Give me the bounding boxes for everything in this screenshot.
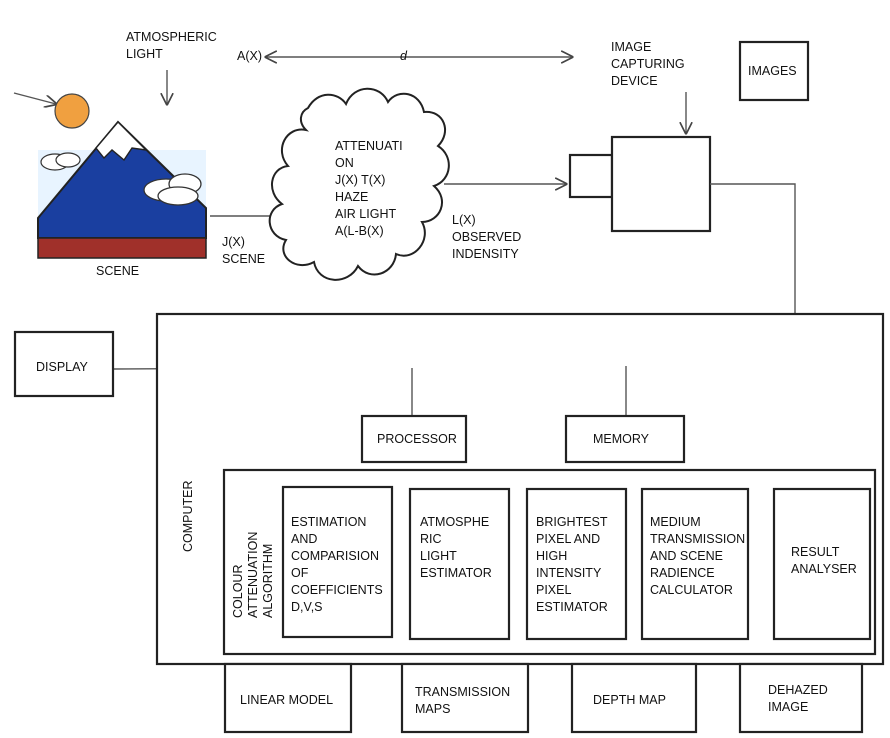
haze-cloud: ATTENUATI ON J(X) T(X) HAZE AIR LIGHT A(… <box>268 87 450 281</box>
module-1-line-1: ESTIMATION <box>291 515 366 529</box>
algorithm-label-line2: ATTENUATION <box>246 532 260 618</box>
module-1-line-4: OF <box>291 566 309 580</box>
memory-box <box>564 414 686 464</box>
module-4-line-3: AND SCENE <box>650 549 723 563</box>
processor-box <box>360 414 468 464</box>
output-3-line-1: DEPTH MAP <box>593 693 666 707</box>
output-linear-model: LINEAR MODEL <box>223 662 353 734</box>
module-3-line-3: HIGH <box>536 549 567 563</box>
module-2-line-1: ATMOSPHE <box>420 515 489 529</box>
module-2-line-3: LIGHT <box>420 549 457 563</box>
cloud-tiny-icon <box>40 152 81 171</box>
module-3-line-2: PIXEL AND <box>536 532 600 546</box>
computer-label: COMPUTER <box>181 480 195 552</box>
module-4-line-2: TRANSMISSION <box>650 532 745 546</box>
module-estimation: ESTIMATION AND COMPARISION OF COEFFICIEN… <box>281 485 394 639</box>
scene-illustration: SCENE <box>13 92 207 278</box>
algorithm-label-line1: COLOUR <box>231 565 245 618</box>
module-result-analyser: RESULT ANALYSER <box>772 487 872 641</box>
module-atmospheric-light: ATMOSPHE RIC LIGHT ESTIMATOR <box>408 487 511 641</box>
output-1-line-1: LINEAR MODEL <box>240 693 333 707</box>
cloud-line-1: ATTENUATI <box>335 139 403 153</box>
sunlight-arrow <box>13 92 56 104</box>
module-1-line-5: COEFFICIENTS <box>291 583 383 597</box>
module-2-line-2: RIC <box>420 532 442 546</box>
images-label: IMAGES <box>748 64 797 78</box>
cloud-line-2: ON <box>335 156 354 170</box>
module-1-line-3: COMPARISION <box>291 549 379 563</box>
module-brightest-pixel: BRIGHTEST PIXEL AND HIGH INTENSITY PIXEL… <box>525 487 628 641</box>
distance-label: d <box>400 49 408 63</box>
ground <box>37 237 207 259</box>
module-4-line-5: CALCULATOR <box>650 583 733 597</box>
module-1-line-2: AND <box>291 532 317 546</box>
cloud-line-4: HAZE <box>335 190 368 204</box>
display-box <box>13 330 115 398</box>
processor-label: PROCESSOR <box>377 432 457 446</box>
scene-caption: SCENE <box>96 264 139 278</box>
algorithm-label-line3: ALGORITHM <box>261 544 275 618</box>
module-4-line-1: MEDIUM <box>650 515 701 529</box>
j-label-line1: J(X) <box>222 235 245 249</box>
module-4-line-4: RADIENCE <box>650 566 715 580</box>
display-label: DISPLAY <box>36 360 89 374</box>
module-3-line-4: INTENSITY <box>536 566 602 580</box>
camera-label-line2: CAPTURING <box>611 57 685 71</box>
output-depth-map: DEPTH MAP <box>570 662 698 734</box>
module-3-line-6: ESTIMATOR <box>536 600 608 614</box>
images-box <box>738 40 810 102</box>
observed-line2: OBSERVED <box>452 230 521 244</box>
ax-label: A(X) <box>237 49 262 63</box>
module-5-line-2: ANALYSER <box>791 562 857 576</box>
module-1-line-6: D,V,S <box>291 600 323 614</box>
output-2-line-2: MAPS <box>415 702 450 716</box>
output-4-line-1: DEHAZED <box>768 683 828 697</box>
observed-line1: L(X) <box>452 213 476 227</box>
camera-label-line1: IMAGE <box>611 40 651 54</box>
module-2-line-4: ESTIMATOR <box>420 566 492 580</box>
snow-cap <box>95 120 148 162</box>
output-dehazed-image: DEHAZED IMAGE <box>738 662 864 734</box>
j-label-line2: SCENE <box>222 252 265 266</box>
output-2-line-1: TRANSMISSION <box>415 685 510 699</box>
observed-line3: INDENSITY <box>452 247 519 261</box>
camera-icon <box>568 135 712 233</box>
sun-icon <box>54 93 90 129</box>
output-4-line-2: IMAGE <box>768 700 808 714</box>
camera-label-line3: DEVICE <box>611 74 658 88</box>
cloud-line-5: AIR LIGHT <box>335 207 396 221</box>
memory-label: MEMORY <box>593 432 650 446</box>
cloud-line-6: A(L-B(X) <box>335 224 384 238</box>
module-5-line-1: RESULT <box>791 545 840 559</box>
module-3-line-5: PIXEL <box>536 583 571 597</box>
module-3-line-1: BRIGHTEST <box>536 515 608 529</box>
atmospheric-light-line2: LIGHT <box>126 47 163 61</box>
cloud-small-icon <box>143 173 202 206</box>
output-transmission-maps: TRANSMISSION MAPS <box>400 662 530 734</box>
module-medium-transmission: MEDIUM TRANSMISSION AND SCENE RADIENCE C… <box>640 487 750 641</box>
cloud-line-3: J(X) T(X) <box>335 173 385 187</box>
atmospheric-light-line1: ATMOSPHERIC <box>126 30 217 44</box>
